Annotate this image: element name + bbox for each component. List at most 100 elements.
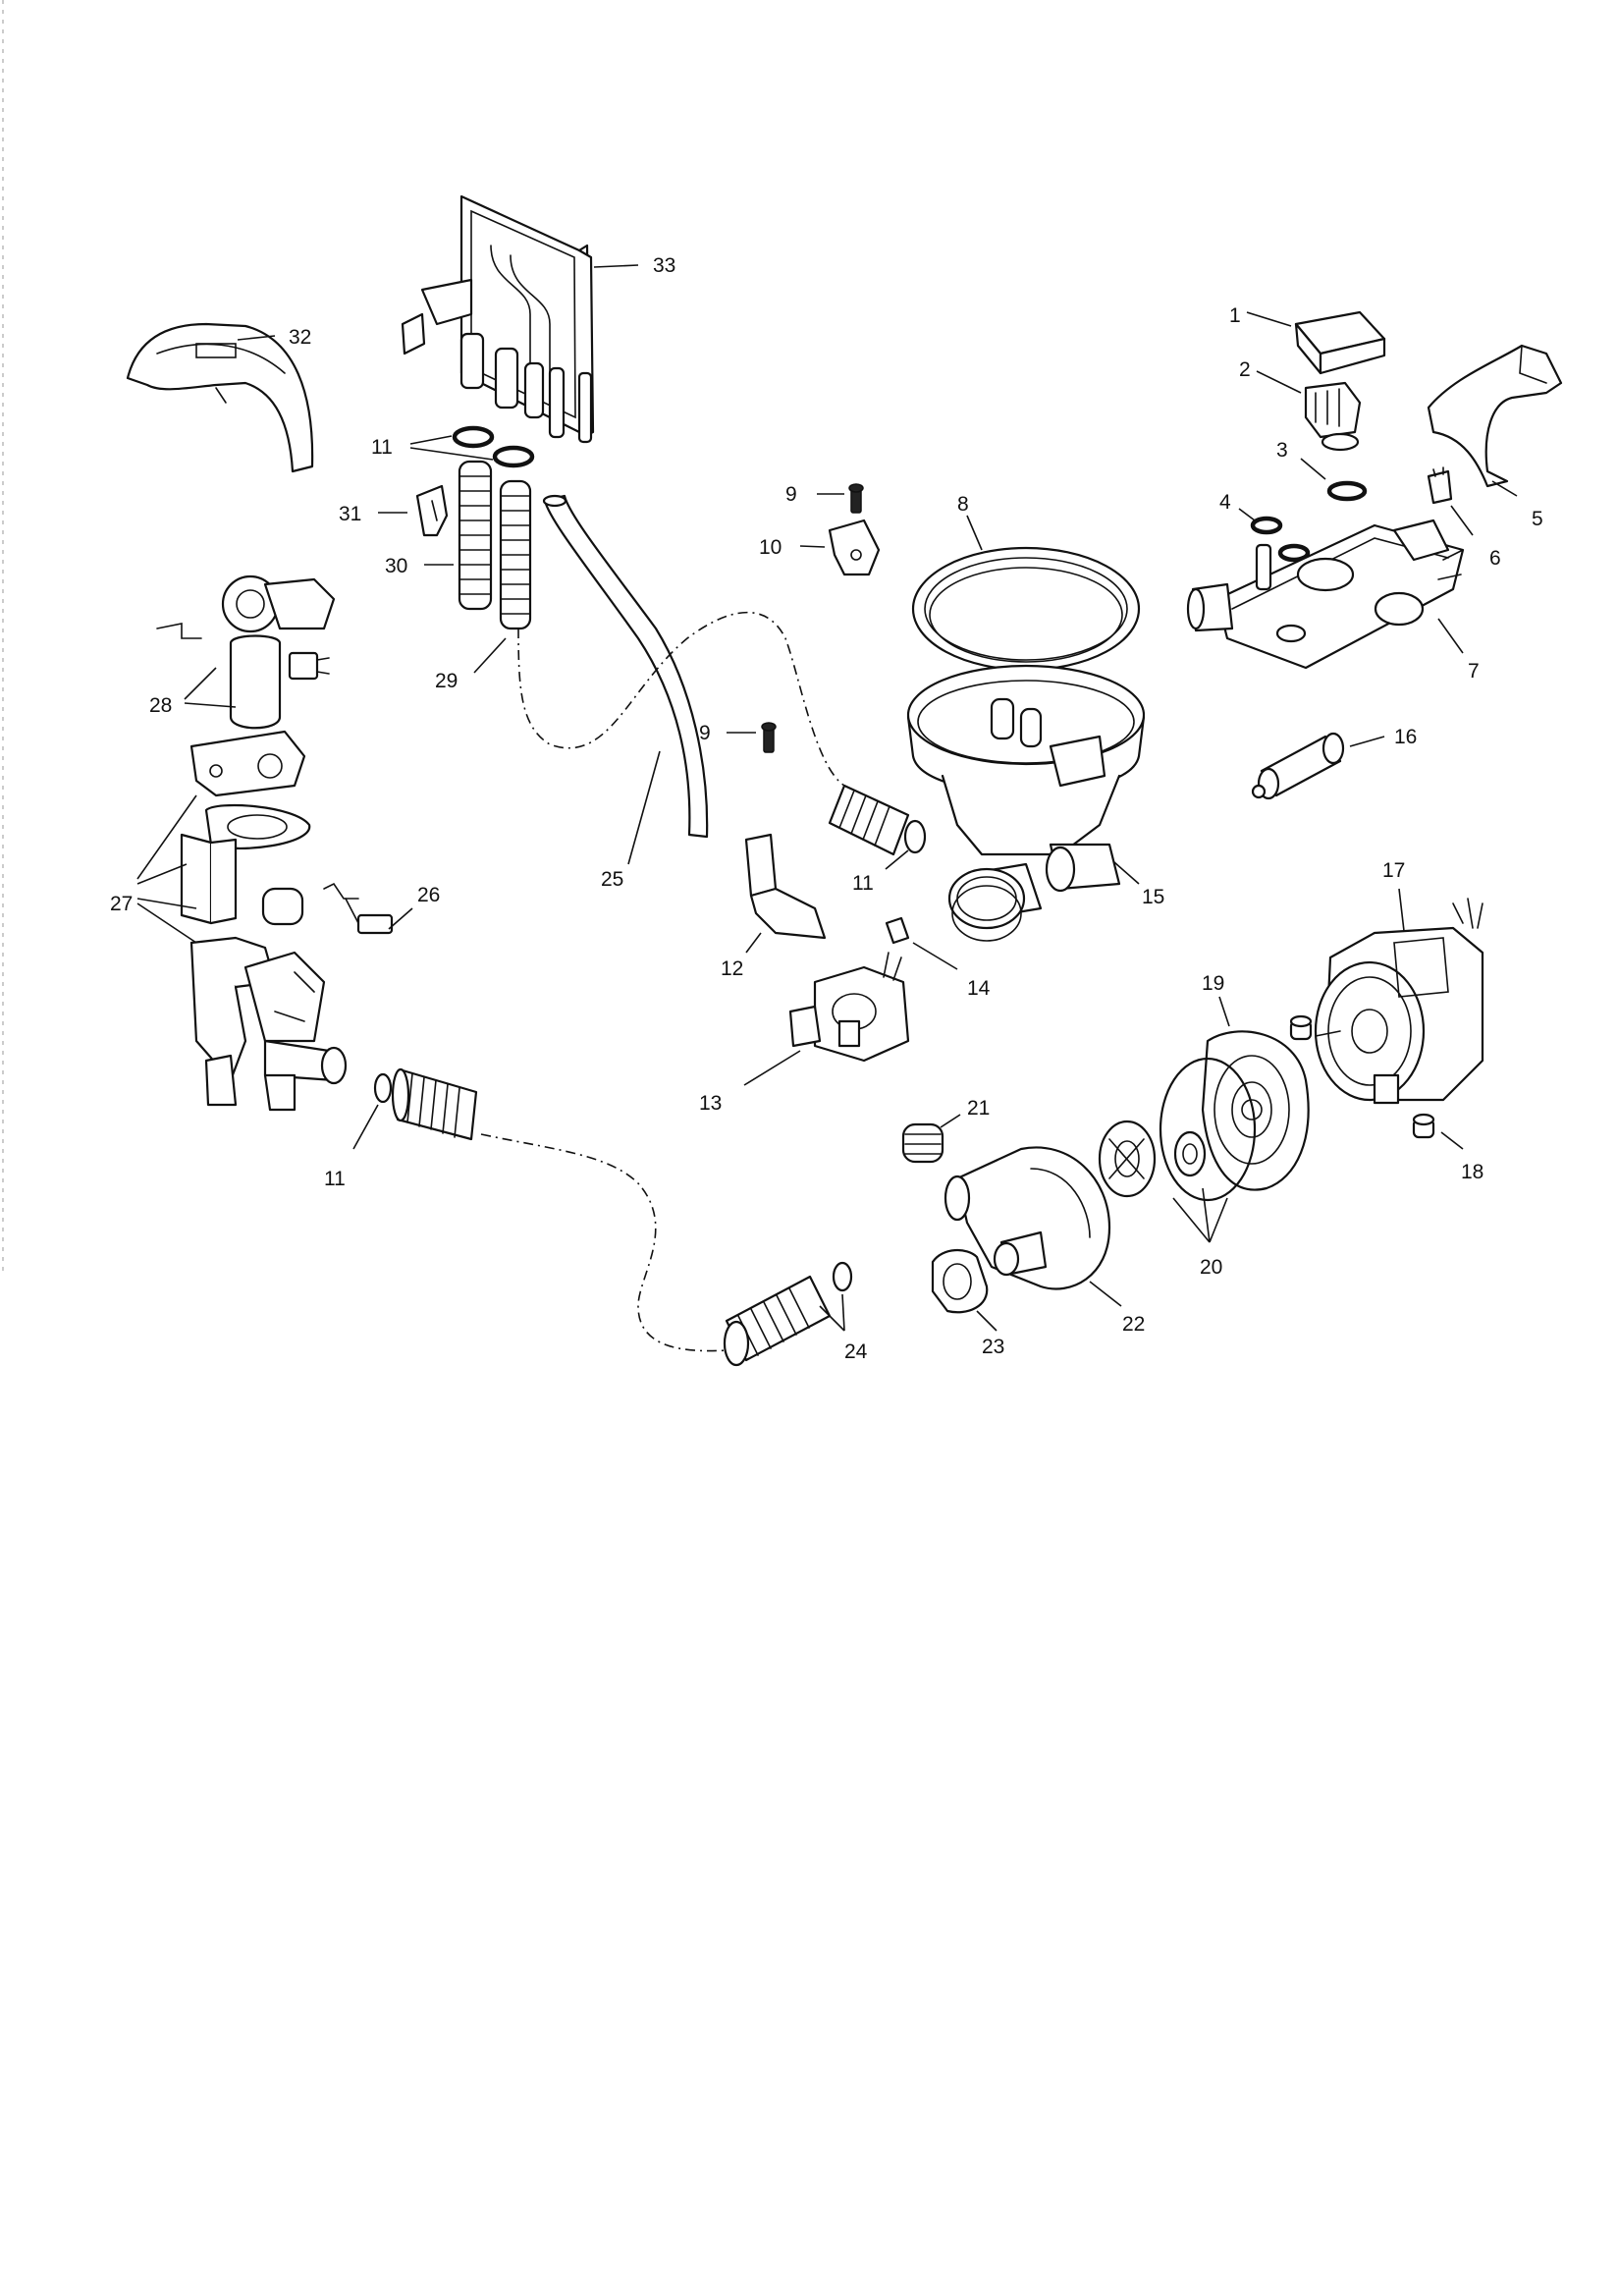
part-27-component-set xyxy=(180,730,348,1112)
leader-28-b xyxy=(184,702,237,708)
part-9-screw-middle xyxy=(761,722,777,753)
callout-1: 1 xyxy=(1229,304,1241,327)
part-15-sump xyxy=(906,664,1146,920)
leader-32 xyxy=(237,335,276,341)
part-17-motor xyxy=(1314,898,1484,1105)
leader-24-a xyxy=(819,1305,845,1332)
callout-11-top: 11 xyxy=(371,436,393,459)
part-18-bushing xyxy=(1289,1014,1435,1139)
leader-27-a xyxy=(136,794,197,880)
leader-16 xyxy=(1349,736,1385,747)
callout-14: 14 xyxy=(967,977,991,1000)
callout-11-middle: 11 xyxy=(852,872,874,895)
hose-route-lower xyxy=(480,1133,728,1352)
part-28-valve-assembly xyxy=(156,574,336,730)
callout-30: 30 xyxy=(385,555,407,577)
leader-27-d xyxy=(136,902,197,944)
leader-26 xyxy=(388,907,413,930)
leader-10 xyxy=(799,545,826,548)
callout-24: 24 xyxy=(844,1340,868,1363)
callout-31: 31 xyxy=(339,503,361,525)
leader-27-c xyxy=(136,898,197,909)
callout-15: 15 xyxy=(1142,886,1164,908)
leader-27-b xyxy=(136,863,188,885)
part-11-o-ring-middle xyxy=(903,819,927,854)
part-31-clip xyxy=(415,484,449,537)
part-32-cover xyxy=(126,322,314,473)
part-23-grommet xyxy=(931,1249,989,1314)
callout-8: 8 xyxy=(957,493,969,516)
part-1-cover-block xyxy=(1294,310,1386,375)
leader-20-a xyxy=(1172,1197,1211,1243)
part-22-pump-body xyxy=(944,1146,1111,1290)
callout-11-bottom-left: 11 xyxy=(324,1168,346,1190)
callout-20: 20 xyxy=(1200,1256,1222,1279)
leader-12 xyxy=(745,932,762,954)
leader-19 xyxy=(1218,996,1230,1027)
leader-15 xyxy=(1113,861,1140,885)
leader-14 xyxy=(912,942,958,970)
callout-2: 2 xyxy=(1239,358,1251,381)
callout-7: 7 xyxy=(1468,660,1480,683)
part-11-o-ring-bottom-left xyxy=(373,1072,393,1104)
callout-23: 23 xyxy=(982,1336,1004,1358)
leader-2 xyxy=(1256,370,1302,394)
part-4-o-ring-b xyxy=(1277,543,1311,563)
part-5-duct-cover xyxy=(1427,344,1563,488)
part-7-distributor xyxy=(1186,519,1465,670)
leader-24-b xyxy=(841,1293,845,1332)
clamp-ring xyxy=(947,867,1026,942)
part-6-clip xyxy=(1427,466,1453,505)
leader-29 xyxy=(473,637,507,674)
hose-corrugated-middle xyxy=(828,784,910,856)
part-24-hose-fitting xyxy=(723,1261,853,1367)
leader-8 xyxy=(966,515,983,551)
callout-6: 6 xyxy=(1489,547,1501,570)
leader-1 xyxy=(1246,311,1292,327)
leader-3 xyxy=(1300,458,1326,480)
part-26-sensor xyxy=(323,882,394,935)
callout-29: 29 xyxy=(435,670,458,692)
callout-12: 12 xyxy=(721,957,743,980)
leader-33 xyxy=(593,264,639,268)
part-14-plug xyxy=(885,916,910,945)
leader-7 xyxy=(1437,618,1464,654)
leader-11-top-b xyxy=(409,447,494,461)
callout-4: 4 xyxy=(1219,491,1231,514)
callout-16: 16 xyxy=(1394,726,1417,748)
part-25-hose xyxy=(542,494,709,839)
part-9-screw-top xyxy=(848,483,864,514)
part-29-corrugated-hose xyxy=(499,479,532,630)
leader-11-middle xyxy=(885,849,909,870)
part-2-connector xyxy=(1304,381,1362,452)
callout-19: 19 xyxy=(1202,972,1224,995)
leader-20-c xyxy=(1209,1197,1228,1243)
leader-11-bottom-left xyxy=(352,1104,379,1150)
part-8-ring-seal xyxy=(911,546,1141,672)
callout-3: 3 xyxy=(1276,439,1288,462)
part-11-o-ring-top-left xyxy=(452,425,495,449)
hose-corrugated-lower-left xyxy=(391,1067,478,1141)
callout-27: 27 xyxy=(110,893,133,915)
leader-25 xyxy=(627,750,661,865)
callout-22: 22 xyxy=(1122,1313,1145,1336)
part-3-o-ring xyxy=(1326,480,1368,502)
part-19-pump-housing xyxy=(1201,1030,1310,1191)
callout-13: 13 xyxy=(699,1092,722,1115)
callout-28: 28 xyxy=(149,694,172,717)
leader-18 xyxy=(1440,1131,1464,1150)
leader-5 xyxy=(1491,480,1518,497)
leader-6 xyxy=(1450,505,1474,536)
callout-26: 26 xyxy=(417,884,440,906)
leader-23 xyxy=(976,1310,998,1332)
callout-17: 17 xyxy=(1382,859,1405,882)
part-20-impeller-set xyxy=(1098,1057,1257,1202)
part-21-spring xyxy=(901,1122,944,1164)
hose-route-upper xyxy=(517,611,845,787)
callout-9-top: 9 xyxy=(785,483,797,506)
leader-17 xyxy=(1398,888,1405,932)
leader-22 xyxy=(1089,1281,1122,1307)
callout-5: 5 xyxy=(1532,508,1543,530)
callout-9-middle: 9 xyxy=(699,722,711,744)
